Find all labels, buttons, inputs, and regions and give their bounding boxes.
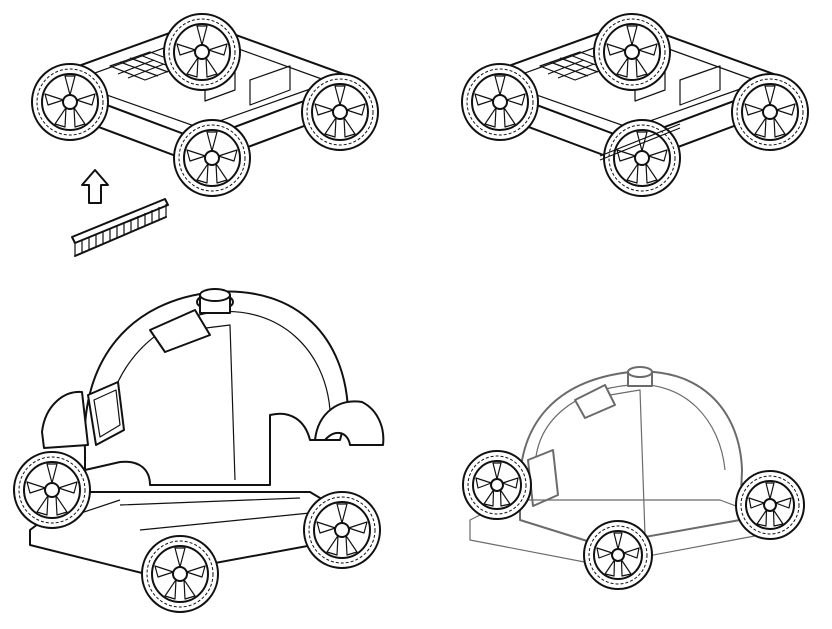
wheel-icon [735,470,805,540]
wheel-icon [593,13,671,91]
panel-chassis-insert-brush [31,13,379,257]
wheel-icon [31,63,109,141]
brush-strip-icon [71,198,169,257]
left-fender [41,390,89,449]
wheel-icon [461,63,539,141]
right-fender [314,400,385,446]
wheel-icon [13,451,91,529]
panel-cover-alignment [13,288,385,613]
brush-strip-installed [599,123,681,161]
wheel-icon [163,13,241,91]
wheel-icon [583,520,653,590]
wheel-icon [141,535,219,613]
up-arrow-icon [81,169,109,204]
handle-icon [149,288,234,353]
wheel-icon [731,73,809,151]
top-cover [83,290,349,486]
wheel-icon [462,450,532,520]
panel-chassis-brush-installed [461,13,809,197]
wheel-icon [303,491,381,569]
wheel-icon [301,73,379,151]
side-vent [87,381,125,446]
wheel-icon [173,119,251,197]
panel-assembled-robot [462,366,805,590]
wheel-icon [603,119,681,197]
